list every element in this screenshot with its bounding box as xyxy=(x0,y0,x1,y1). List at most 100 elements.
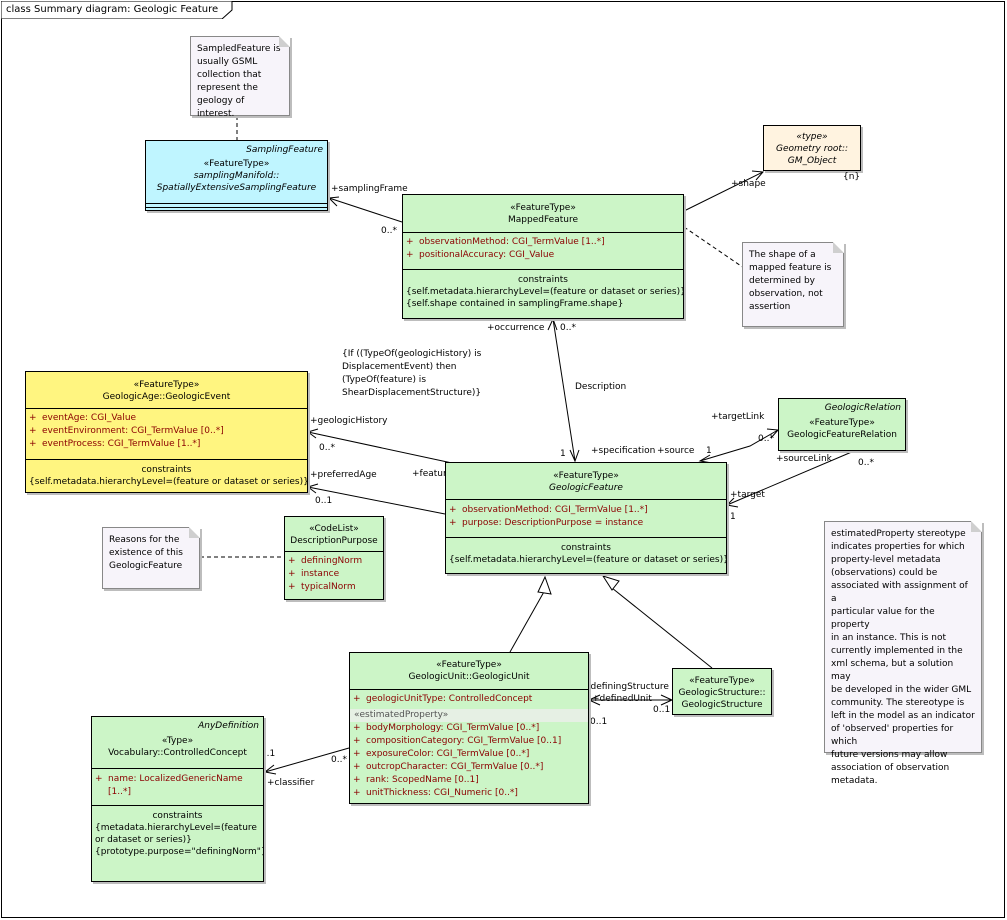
edge-target[interactable] xyxy=(726,450,855,506)
assoc-description: Description xyxy=(575,382,626,392)
stereotype: «FeatureType» xyxy=(203,159,270,169)
class-gm-object[interactable]: «type» Geometry root:: GM_Object xyxy=(763,125,861,171)
class-name-2: GeologicStructure xyxy=(681,700,763,710)
mult-sourceLink: 0..* xyxy=(858,458,874,468)
constraint: {self.metadata.hierarchyLevel=(feature o… xyxy=(29,477,308,487)
role-classifier: +classifier xyxy=(267,778,315,788)
mult-classifier: 0..* xyxy=(331,755,347,765)
class-name: Vocabulary::ControlledConcept xyxy=(108,748,247,758)
constraint-note-line-1: {If ((TypeOf(geologicHistory) is xyxy=(342,349,482,359)
constraint: or dataset or series)} xyxy=(95,835,192,845)
code-value: +typicalNorm xyxy=(288,582,356,592)
note-anchor-shape xyxy=(683,226,745,269)
constraint: {metadata.hierarchyLevel=(feature xyxy=(95,823,257,833)
class-name: GeologicUnit::GeologicUnit xyxy=(408,672,530,682)
edge-preferredAge[interactable] xyxy=(307,486,446,515)
edge-generalization-unit xyxy=(509,589,546,653)
constraint: {self.metadata.hierarchyLevel=(feature o… xyxy=(406,287,684,297)
attribute: +name: LocalizedGenericName xyxy=(95,774,243,784)
constraint-note-line-2: DisplacementEvent) then xyxy=(342,362,457,372)
parent-name: SamplingFeature xyxy=(246,145,323,155)
class-sampling-feature[interactable]: SamplingFeature «FeatureType» samplingMa… xyxy=(145,140,328,211)
role-targetLink: +targetLink xyxy=(711,412,765,422)
code-value: +instance xyxy=(288,569,340,579)
stereotype: «FeatureType» xyxy=(553,471,619,481)
mult-source: 1 xyxy=(706,446,712,456)
constraints-title: constraints xyxy=(152,811,203,821)
attribute: +purpose: DescriptionPurpose = instance xyxy=(449,518,644,528)
stereotype: «FeatureType» xyxy=(809,418,875,428)
class-controlled-concept[interactable]: AnyDefinition «Type» Vocabulary::Control… xyxy=(91,716,264,882)
role-feature: +feature xyxy=(412,469,452,479)
class-geologic-event[interactable]: «FeatureType» GeologicAge::GeologicEvent… xyxy=(25,371,308,493)
class-name: GeologicAge::GeologicEvent xyxy=(102,392,231,402)
attribute: +unitThickness: CGI_Numeric [0..*] xyxy=(353,788,518,798)
role-preferredAge: +preferredAge xyxy=(310,470,377,480)
estimated-property-stereotype: «estimatedProperty» xyxy=(350,709,588,722)
edge-samplingFrame[interactable] xyxy=(328,197,403,223)
role-target: +target xyxy=(730,490,765,500)
constraints-title: constraints xyxy=(560,543,611,553)
mult-definingStructure: 0..1 xyxy=(653,705,670,715)
constraint-note-line-4: ShearDisplacementStructure)} xyxy=(342,388,481,398)
role-specification: +specification xyxy=(591,446,655,456)
stereotype: «type» xyxy=(796,132,828,142)
class-mapped-feature[interactable]: «FeatureType» MappedFeature +observation… xyxy=(402,194,684,319)
edge-description[interactable] xyxy=(552,318,576,462)
note-shape: The shape of a mapped feature is determi… xyxy=(742,242,844,327)
stereotype: «FeatureType» xyxy=(133,380,200,390)
role-samplingFrame: +samplingFrame xyxy=(331,184,408,194)
class-name: GeologicFeatureRelation xyxy=(787,430,897,440)
mult-samplingFrame: 0..* xyxy=(381,226,397,236)
class-description-purpose[interactable]: «CodeList» DescriptionPurpose +definingN… xyxy=(284,516,384,600)
constraint: {self.shape contained in samplingFrame.s… xyxy=(406,299,624,309)
edge-generalization-structure xyxy=(611,587,713,669)
class-geologic-structure[interactable]: «FeatureType» GeologicStructure:: Geolog… xyxy=(672,668,772,715)
constraints-title: constraints xyxy=(517,275,568,285)
stereotype: «CodeList» xyxy=(309,524,359,534)
note-sampled-feature: SampledFeature is usually GSML collectio… xyxy=(190,36,290,119)
mult-definedUnit: 0..1 xyxy=(590,717,607,727)
role-occurrence: +occurrence xyxy=(487,323,545,333)
mult-targetLink: 0..* xyxy=(758,434,774,444)
class-geologic-unit[interactable]: «FeatureType» GeologicUnit::GeologicUnit… xyxy=(349,652,589,804)
stereotype: «FeatureType» xyxy=(510,203,576,213)
attribute: +observationMethod: CGI_TermValue [1..*] xyxy=(406,237,605,247)
class-name-1: Geometry root:: xyxy=(775,144,849,154)
role-shape: +shape xyxy=(731,179,766,189)
attribute: +bodyMorphology: CGI_TermValue [0..*] xyxy=(353,723,540,733)
code-value: +definingNorm xyxy=(288,556,363,566)
class-name-1: GeologicStructure:: xyxy=(678,688,766,698)
role-geologicHistory: +geologicHistory xyxy=(310,416,388,426)
attribute: +rank: ScopedName [0..1] xyxy=(353,775,479,785)
attribute: +eventAge: CGI_Value xyxy=(29,413,137,423)
edge-classifier[interactable] xyxy=(264,747,350,773)
class-name-2: GM_Object xyxy=(787,156,837,166)
mult-specification: 1 xyxy=(560,449,566,459)
attribute: +observationMethod: CGI_TermValue [1..*] xyxy=(449,505,648,515)
role-source: +source xyxy=(657,446,695,456)
class-name: MappedFeature xyxy=(508,215,578,225)
attribute: +outcropCharacter: CGI_TermValue [0..*] xyxy=(353,762,544,772)
constraint-note-line-3: (TypeOf(feature) is xyxy=(342,375,426,385)
class-geologic-feature-relation[interactable]: GeologicRelation «FeatureType» GeologicF… xyxy=(778,398,906,451)
constraint: {self.metadata.hierarchyLevel=(feature o… xyxy=(449,555,727,565)
class-name: GeologicFeature xyxy=(549,483,623,493)
note-reasons: Reasons for the existence of this Geolog… xyxy=(102,527,200,589)
attribute: +eventEnvironment: CGI_TermValue [0..*] xyxy=(29,426,224,436)
edge-shape[interactable] xyxy=(683,171,764,212)
mult-preferredAge: 0..1 xyxy=(315,496,332,506)
role-definedUnit: +definedUnit xyxy=(592,694,652,704)
parent-name: GeologicRelation xyxy=(824,403,901,413)
class-geologic-feature[interactable]: «FeatureType» GeologicFeature +observati… xyxy=(445,462,727,574)
mult-target: 1 xyxy=(730,512,736,522)
attribute: +positionalAccuracy: CGI_Value xyxy=(406,250,555,260)
class-name-2: SpatiallyExtensiveSamplingFeature xyxy=(156,183,317,193)
edge-geologicHistory[interactable] xyxy=(307,431,453,464)
constraints-title: constraints xyxy=(141,465,192,475)
stereotype: «FeatureType» xyxy=(436,660,502,670)
role-sourceLink: +sourceLink xyxy=(776,454,833,464)
role-definingStructure: +definingStructure xyxy=(583,682,669,692)
edge-targetLink[interactable] xyxy=(699,429,779,462)
